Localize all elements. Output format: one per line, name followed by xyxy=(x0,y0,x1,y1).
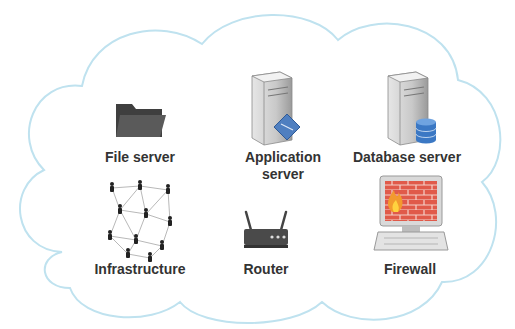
database-server-icon xyxy=(388,72,436,145)
cloud-outline xyxy=(20,15,500,323)
icon-label: Infrastructure xyxy=(75,261,205,278)
firewall-icon xyxy=(374,176,448,250)
icon-label: Application server xyxy=(235,149,331,183)
icon-label: Firewall xyxy=(360,261,460,278)
network-icon xyxy=(110,186,170,258)
application-server-icon xyxy=(252,72,300,145)
icon-label: File server xyxy=(80,149,200,166)
network-people xyxy=(108,180,172,262)
router-icon xyxy=(244,212,288,248)
icon-label: Database server xyxy=(337,149,477,166)
folder-icon xyxy=(116,104,166,137)
icon-label: Router xyxy=(221,261,311,278)
